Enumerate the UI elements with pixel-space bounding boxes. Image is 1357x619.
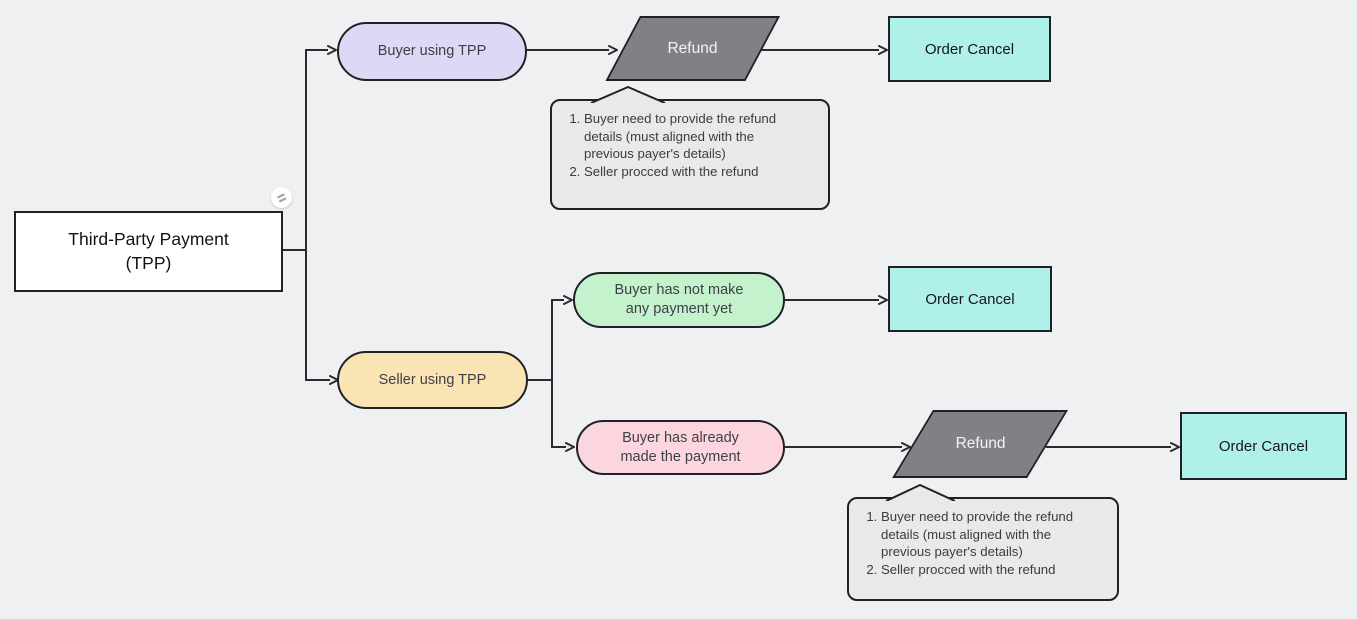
node-refund-bottom-label: Refund (955, 435, 1006, 452)
edge-root-to-buyer (305, 45, 337, 250)
node-order-cancel-bottom[interactable]: Order Cancel (1180, 412, 1347, 480)
callout-refund-steps-bottom[interactable]: Buyer need to provide the refund details… (847, 497, 1119, 601)
root-node-third-party-payment[interactable]: Third-Party Payment (TPP) (14, 211, 283, 292)
callout-item: Seller procced with the refund (584, 163, 790, 181)
node-buyer-no-payment-label: Buyer has not make any payment yet (614, 282, 744, 317)
node-order-cancel-mid[interactable]: Order Cancel (888, 266, 1052, 332)
node-order-cancel-top-label: Order Cancel (924, 40, 1015, 58)
node-buyer-paid[interactable]: Buyer has already made the payment (576, 420, 785, 475)
node-order-cancel-top[interactable]: Order Cancel (888, 16, 1051, 82)
callout-refund-steps-top[interactable]: Buyer need to provide the refund details… (550, 99, 830, 210)
node-refund-top-label: Refund (667, 39, 718, 57)
node-seller-using-tpp-label: Seller using TPP (378, 371, 487, 388)
node-buyer-using-tpp[interactable]: Buyer using TPP (337, 22, 527, 81)
node-buyer-no-payment[interactable]: Buyer has not make any payment yet (573, 272, 785, 328)
callout-item: Buyer need to provide the refund details… (584, 110, 790, 163)
share-icon-glyph (277, 193, 287, 203)
node-seller-using-tpp[interactable]: Seller using TPP (337, 351, 528, 409)
edge-seller-to-nopayment (551, 295, 573, 380)
node-buyer-paid-label: Buyer has already made the payment (620, 429, 741, 465)
node-buyer-using-tpp-label: Buyer using TPP (377, 43, 487, 60)
callout-item: Seller procced with the refund (881, 561, 1087, 579)
node-order-cancel-mid-label: Order Cancel (925, 290, 1015, 308)
callout-bottom-list: Buyer need to provide the refund details… (857, 508, 1087, 579)
share-icon[interactable] (271, 187, 292, 208)
callout-top-list: Buyer need to provide the refund details… (560, 110, 790, 181)
callout-top-tail (590, 86, 666, 103)
node-order-cancel-bottom-label: Order Cancel (1218, 437, 1309, 455)
callout-bottom-tail (885, 484, 956, 501)
callout-item: Buyer need to provide the refund details… (881, 508, 1087, 561)
root-node-label: Third-Party Payment (TPP) (68, 228, 229, 273)
edge-root-to-seller (305, 250, 339, 385)
edge-seller-to-paid (551, 380, 575, 452)
